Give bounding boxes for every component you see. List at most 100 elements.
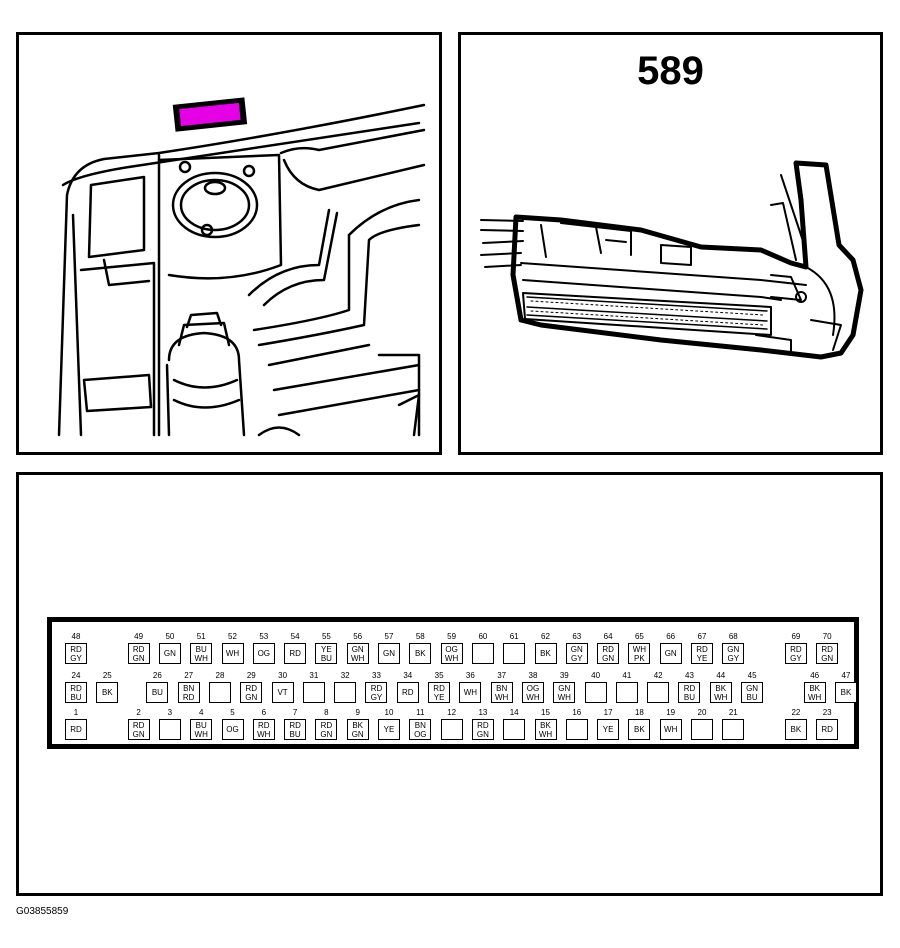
wire-color-label: RD xyxy=(433,683,445,693)
component-location-marker xyxy=(179,102,241,127)
control-module-drawing xyxy=(480,160,864,360)
wire-color-label: BK xyxy=(540,649,551,658)
wire-color-label: BU xyxy=(195,720,207,730)
pin-number: 37 xyxy=(497,671,507,680)
pin-number: 65 xyxy=(634,632,644,641)
pin-number: 50 xyxy=(165,632,175,641)
wire-color-label: BK xyxy=(840,688,852,697)
pin-terminal: GN xyxy=(158,643,181,664)
wire-color-label: BK xyxy=(634,725,645,734)
wire-color-label: YE xyxy=(321,644,332,654)
wire-color-label: RD xyxy=(821,725,833,734)
pin-terminal xyxy=(302,682,325,703)
wire-color-label: GY xyxy=(790,653,802,663)
wire-color-label: BU xyxy=(746,692,758,702)
pin-number: 48 xyxy=(71,632,81,641)
wire-color-label: GN xyxy=(821,653,834,663)
pin-number: 61 xyxy=(509,632,519,641)
wire-color-label: OG xyxy=(226,725,239,734)
wire-color-label: RD xyxy=(477,720,489,730)
wire-color-label: WH xyxy=(526,692,540,702)
wire-color-label: RD xyxy=(696,644,708,654)
wire-color-label: RD xyxy=(132,720,145,730)
wire-color-label: WH xyxy=(194,653,208,663)
wire-color-label: OG xyxy=(526,683,540,693)
pin-terminal: WH xyxy=(659,719,682,740)
wire-color-label: BN xyxy=(496,683,508,693)
wire-color-label: GN xyxy=(132,729,145,739)
pin-terminal xyxy=(615,682,638,703)
wire-color-label: GY xyxy=(370,692,383,702)
wire-color-label: BU xyxy=(683,692,696,702)
wire-color-label: OG xyxy=(257,649,271,658)
pin-number: 19 xyxy=(666,708,676,717)
pin-terminal: OG xyxy=(221,719,244,740)
pin-number: 54 xyxy=(290,632,300,641)
pin-terminal: BK xyxy=(96,682,119,703)
pin-terminal: YE xyxy=(378,719,400,740)
wire-color-label: GN xyxy=(163,649,176,658)
pin-terminal: RD xyxy=(396,682,419,703)
pin-terminal xyxy=(647,682,670,703)
wire-color-label: OG xyxy=(414,729,427,739)
pin-number: 43 xyxy=(685,671,694,680)
wire-color-label: BN xyxy=(414,720,426,730)
wire-color-label: RD xyxy=(258,720,270,730)
pin-number: 7 xyxy=(292,708,298,717)
wire-color-label: RD xyxy=(602,644,614,654)
pin-number: 66 xyxy=(666,632,676,641)
pin-number: 60 xyxy=(478,632,488,641)
wire-color-label: GN xyxy=(476,729,489,739)
pin-terminal: OG xyxy=(252,643,275,664)
pin-number: 31 xyxy=(309,671,319,680)
pin-number: 16 xyxy=(572,708,582,717)
wire-color-label: RD xyxy=(132,644,145,654)
wire-color-label: RD xyxy=(70,683,82,693)
engine-bay-drawing xyxy=(57,97,426,437)
pin-number: 14 xyxy=(509,708,519,717)
pin-number: 44 xyxy=(716,671,726,680)
pin-number: 26 xyxy=(152,671,162,680)
pin-number: 33 xyxy=(372,671,381,680)
pin-terminal xyxy=(158,719,181,740)
wire-color-label: GN xyxy=(664,649,677,658)
pin-number: 49 xyxy=(134,632,144,641)
wire-color-label: WH xyxy=(463,688,478,697)
pin-terminal: BK xyxy=(409,643,432,664)
wire-color-label: GN xyxy=(351,644,364,654)
pin-number: 70 xyxy=(822,632,832,641)
wire-color-label: BU xyxy=(195,644,207,654)
pin-number: 1 xyxy=(73,708,79,717)
wire-color-label: RD xyxy=(70,644,82,654)
wire-color-label: GN xyxy=(351,729,364,739)
pin-terminal: BK xyxy=(534,643,557,664)
pin-terminal: GN xyxy=(659,643,682,664)
wire-color-label: RD xyxy=(289,649,301,658)
pin-number: 47 xyxy=(841,671,851,680)
wire-color-label: GY xyxy=(571,653,583,663)
wire-color-label: BU xyxy=(70,692,82,702)
wire-color-label: RD xyxy=(320,720,333,730)
pin-number: 17 xyxy=(603,708,613,717)
wire-color-label: BU xyxy=(151,688,163,697)
pin-number: 45 xyxy=(747,671,757,680)
pin-number: 56 xyxy=(353,632,363,641)
wire-color-label: GN xyxy=(558,683,571,693)
wire-color-label: GN xyxy=(727,644,740,654)
pin-number: 36 xyxy=(465,671,475,680)
pin-terminal xyxy=(503,719,526,740)
pin-terminal: WH xyxy=(221,643,244,664)
